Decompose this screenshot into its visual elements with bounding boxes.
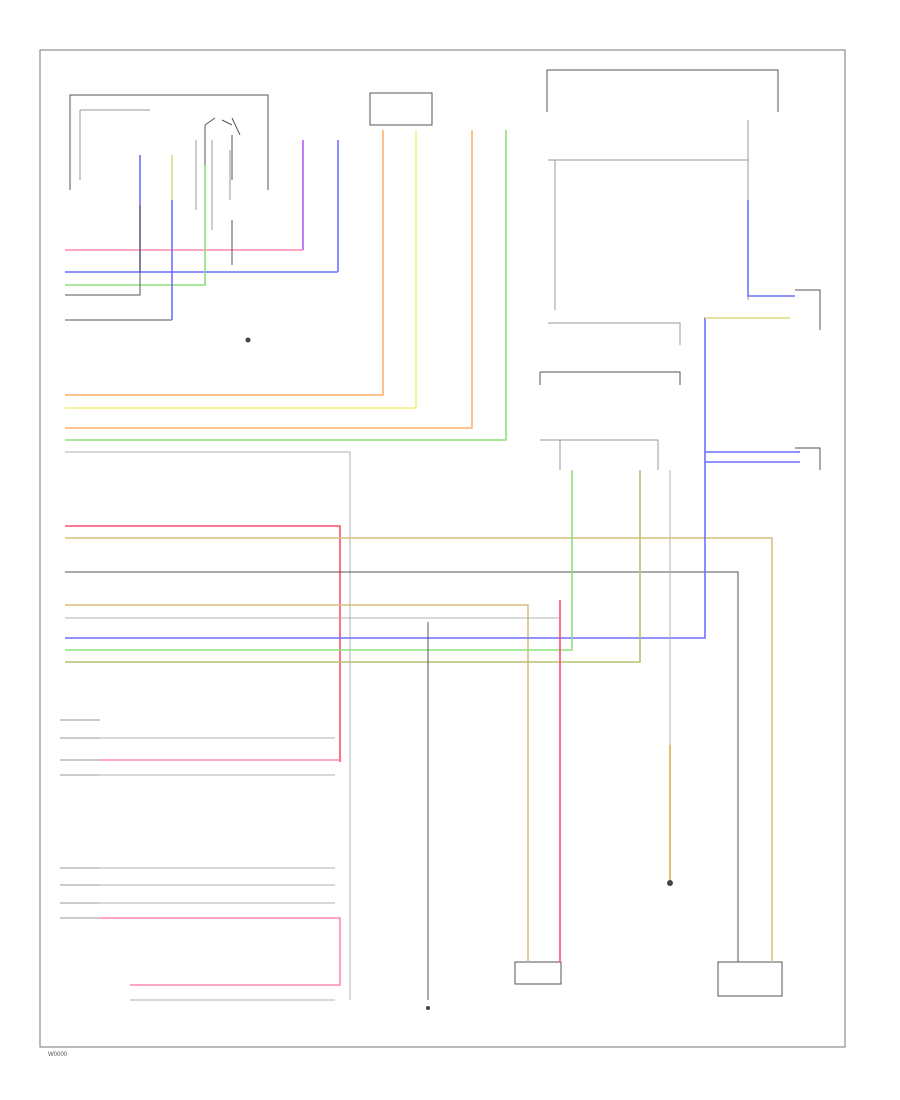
ground-point-center <box>426 1006 430 1010</box>
diagram-frame <box>39 49 846 1048</box>
wire-blue-top <box>65 140 339 273</box>
wire-green-2 <box>65 130 507 441</box>
wire-blue-mid <box>65 317 790 639</box>
control-module-box <box>539 371 681 385</box>
wire-green-mid <box>65 470 573 651</box>
wire-orange-1 <box>65 130 384 396</box>
wire-red-mid <box>65 525 341 762</box>
wire-yellow-1 <box>65 130 417 409</box>
wire-dark-mid <box>65 571 739 962</box>
footer-code: W0000 <box>48 1052 68 1058</box>
wire-blue-right-top <box>747 200 795 297</box>
wire-pink-lower-2 <box>100 917 341 986</box>
wire-gray-2 <box>65 617 561 962</box>
wire-tan-2 <box>65 604 529 962</box>
wire-gray-1 <box>65 451 351 1000</box>
seat-switch-symbol <box>204 117 241 180</box>
wire-gray-lower-2 <box>100 867 335 1001</box>
sensor-assembly-bracket <box>69 94 269 190</box>
wire-gray-lower-1 <box>100 737 335 776</box>
front-passenger-connector-box <box>369 92 433 126</box>
right-connector-middle <box>795 447 821 470</box>
wire-orange-2 <box>65 130 473 429</box>
ground-point-top <box>245 337 251 343</box>
wires <box>65 130 800 1001</box>
bottom-connector-left <box>514 961 562 985</box>
wire-tan-mid <box>65 537 773 962</box>
wire-olive-mid <box>65 470 641 663</box>
control-module-inner <box>540 439 659 470</box>
right-connector-upper <box>795 289 821 330</box>
component-blocks <box>60 69 821 997</box>
bottom-connector-right <box>717 961 783 997</box>
switch-guide <box>195 140 231 230</box>
ground-point-right <box>667 880 673 886</box>
upper-right-module-box <box>548 120 749 310</box>
left-connector-ticks <box>60 719 100 919</box>
sensor-inner-bracket <box>79 109 150 180</box>
upper-right-module <box>546 69 779 112</box>
wire-green-top <box>65 165 206 286</box>
wire-blue-right-mid <box>705 451 800 463</box>
mid-module-bracket <box>548 322 681 345</box>
wire-dark-top <box>65 205 233 321</box>
